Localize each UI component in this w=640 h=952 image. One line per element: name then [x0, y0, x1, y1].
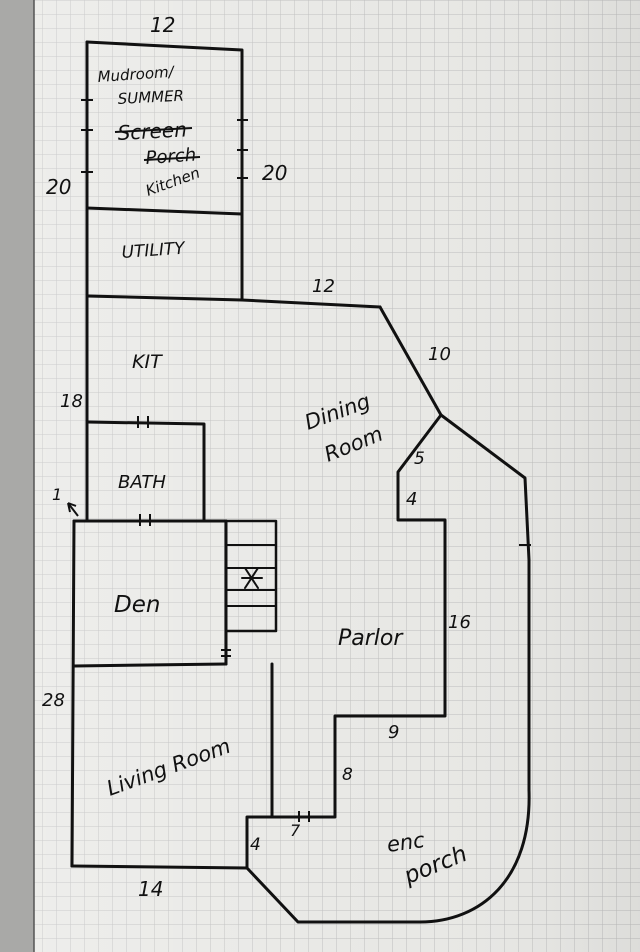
dim-28: 28	[42, 690, 65, 711]
label-screen: Screen	[117, 117, 187, 145]
wall-living-bottom	[70, 864, 249, 870]
stairs	[224, 519, 278, 633]
label-kit: KIT	[132, 351, 163, 373]
dim-10: 10	[428, 344, 451, 365]
label-utility: UTILITY	[121, 239, 187, 263]
dim-18: 18	[60, 391, 83, 412]
label-enc: enc	[385, 828, 426, 857]
dim-5: 5	[414, 449, 425, 469]
dim-right-20: 20	[262, 161, 287, 185]
dim-12-mid: 12	[312, 276, 335, 297]
strike-screen	[114, 127, 193, 133]
wall-mudroom	[85, 40, 244, 302]
wall-kitchen-top	[85, 294, 382, 309]
wall-bath	[85, 420, 206, 523]
strike-porch	[143, 156, 201, 161]
dim-14: 14	[138, 877, 163, 901]
dim-left-20: 20	[46, 175, 71, 199]
dim-9: 9	[388, 722, 399, 743]
label-summer: SUMMER	[117, 87, 184, 108]
label-parlor: Parlor	[338, 626, 404, 651]
dim-4-lower: 4	[250, 835, 261, 855]
stair-star-mark	[241, 567, 263, 589]
label-mudroom: Mudroom/	[97, 63, 176, 86]
dim-7: 7	[290, 821, 301, 840]
dim-8: 8	[342, 765, 353, 785]
label-bath: BATH	[118, 472, 166, 493]
dim-4-upper: 4	[406, 489, 417, 510]
door-marks	[81, 99, 531, 822]
label-porch-struck: Porch	[145, 145, 197, 169]
paper-edge-left	[0, 0, 34, 952]
wall-porch-curve	[245, 788, 531, 924]
dim-1: 1	[52, 485, 62, 504]
dim-16: 16	[448, 612, 471, 633]
label-den: Den	[114, 592, 160, 618]
wall-mudroom-utility	[85, 206, 244, 216]
wall-house-left	[70, 519, 76, 868]
wall-dining-diagonal	[378, 305, 443, 417]
entry-arrow	[67, 502, 79, 517]
wall-den-bottom	[72, 662, 228, 668]
dim-top: 12	[150, 13, 175, 37]
wall-entry	[245, 413, 531, 870]
